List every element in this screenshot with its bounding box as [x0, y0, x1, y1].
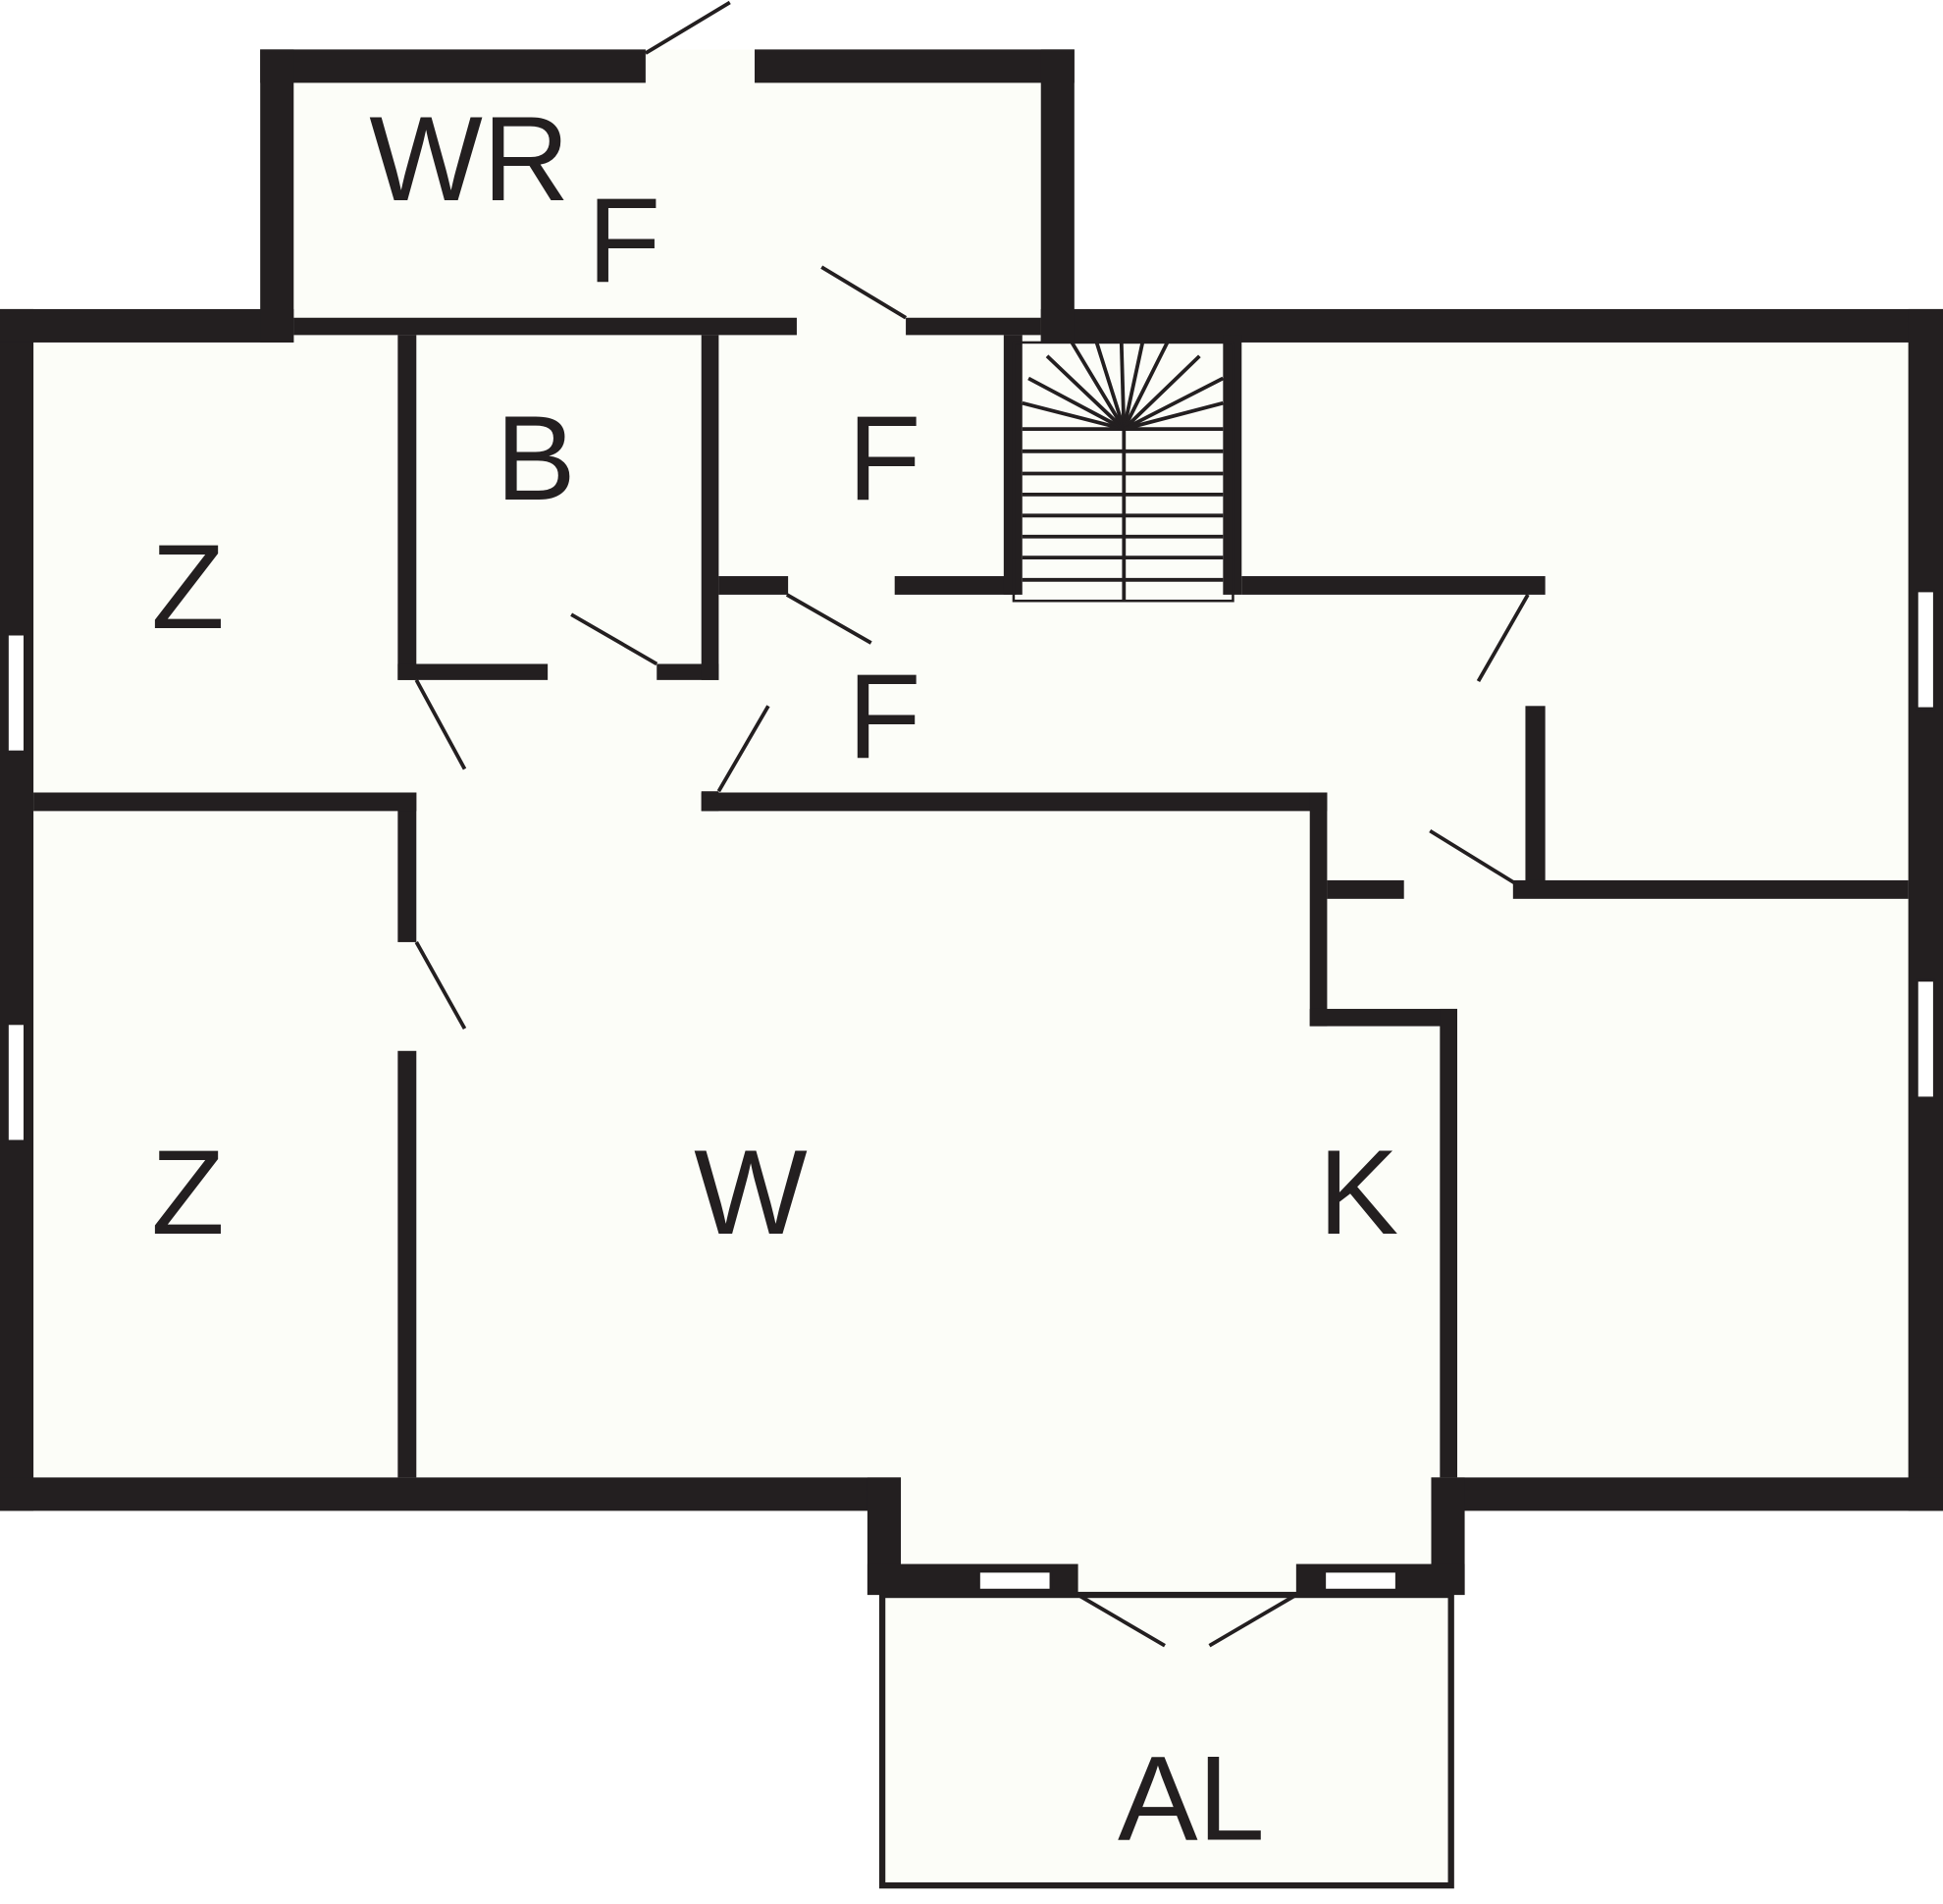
door-swing [785, 593, 872, 645]
balcony-outline [878, 1591, 1454, 1889]
door-swing [820, 265, 908, 320]
floor-areas [0, 49, 1943, 1889]
door-swing [1077, 1593, 1166, 1648]
window [6, 1022, 26, 1142]
room-label-wr: WR [369, 91, 569, 226]
door-swing [414, 678, 467, 770]
room-label-f-annex: F [588, 173, 661, 307]
room-label-b: B [496, 391, 576, 525]
door-swing [1208, 1593, 1297, 1648]
window [1916, 589, 1936, 711]
door-swing [1476, 593, 1530, 683]
room-label-z-lower: Z [151, 1125, 225, 1259]
window [977, 1569, 1053, 1592]
door-swing [644, 0, 731, 55]
staircase [1012, 341, 1234, 603]
room-label-f-storage: F [848, 391, 921, 525]
room-label-z-upper: Z [151, 519, 225, 654]
room-label-k: K [1319, 1125, 1399, 1259]
room-label-f-hall: F [848, 649, 921, 783]
door-swing [414, 941, 467, 1031]
window [6, 632, 26, 754]
window [1323, 1569, 1398, 1592]
door-swing [1429, 828, 1516, 885]
window [1916, 978, 1936, 1099]
door-swing [716, 705, 770, 793]
room-labels: WR F B F Z F Z W K AL [151, 91, 1398, 1865]
doors [414, 0, 1530, 1648]
walls [0, 49, 1943, 1596]
windows [6, 589, 1936, 1592]
room-label-al: AL [1118, 1731, 1265, 1866]
door-swing [570, 612, 658, 666]
room-label-w: W [694, 1125, 808, 1259]
